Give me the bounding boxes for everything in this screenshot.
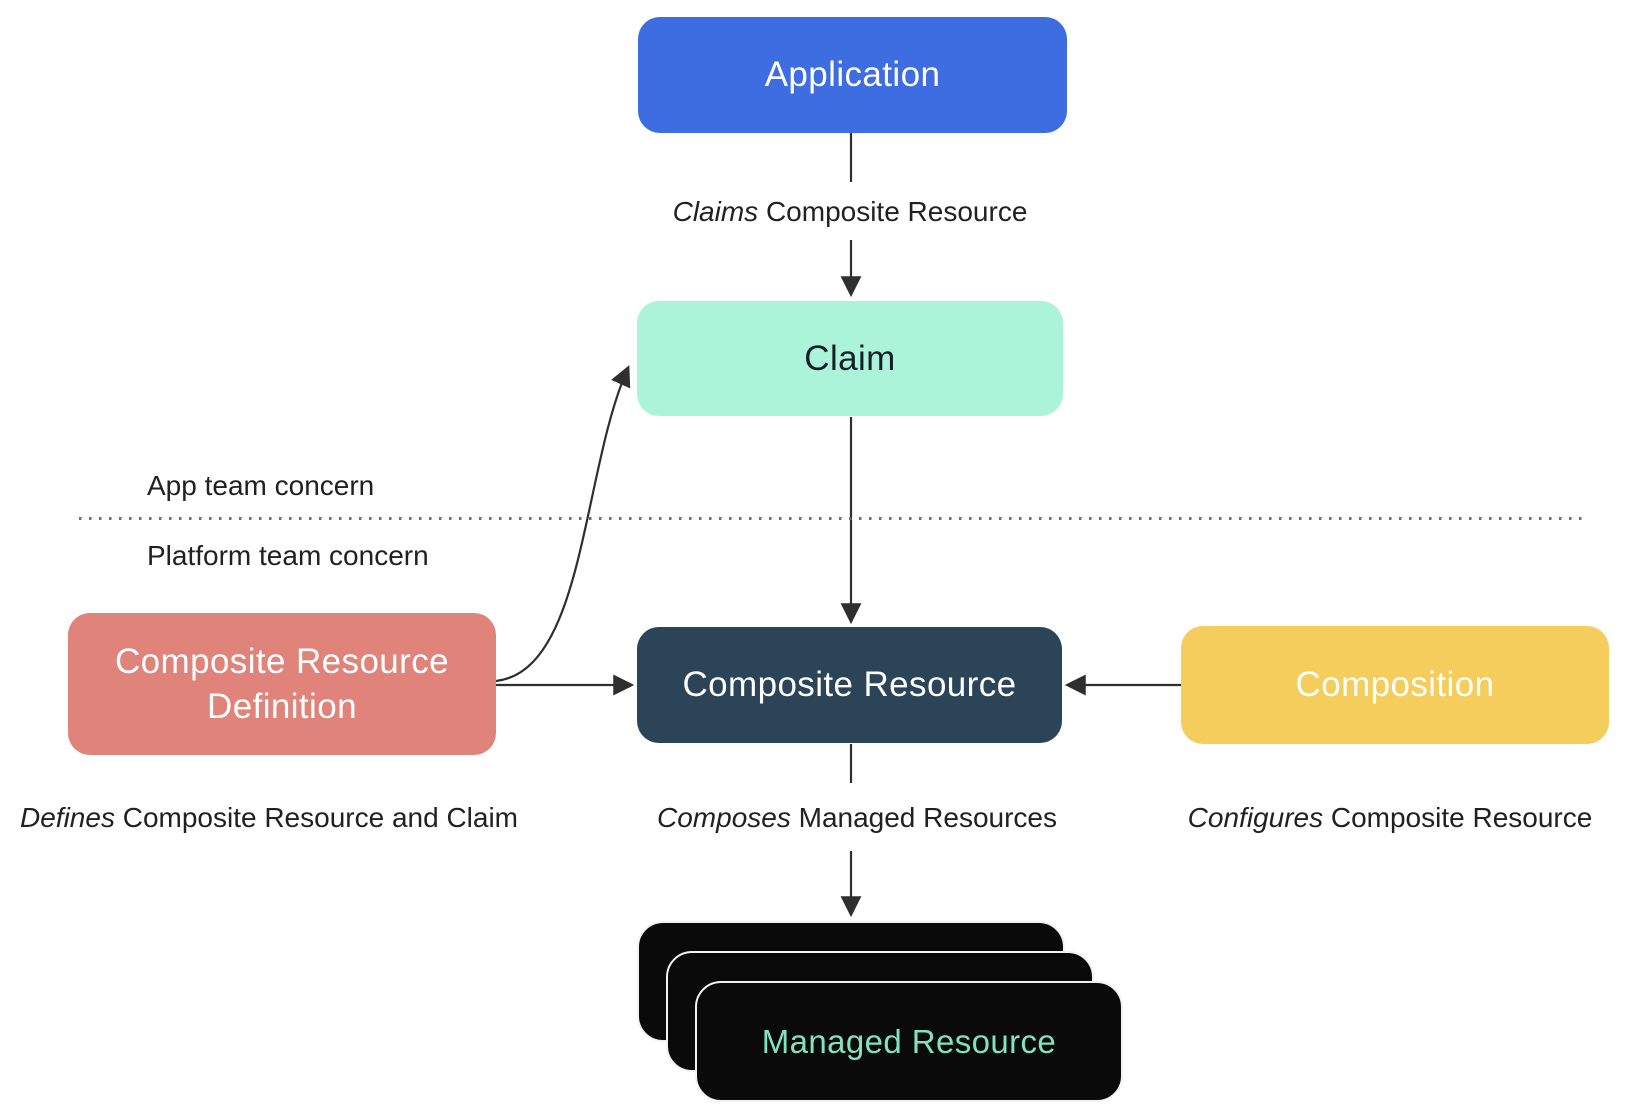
edge-label-verb: Claims [672, 196, 759, 227]
node-composition: Composition [1181, 626, 1609, 744]
zone-label-platform-team: Platform team concern [147, 540, 429, 571]
edge-label-composes-managed-resources: Composes Managed Resources [657, 802, 1057, 834]
node-managed-resource: Managed Resource [695, 981, 1123, 1102]
edge-label-claims-composite-resource: Claims Composite Resource [673, 196, 1028, 228]
arrow-xrd-to-claim-curve [495, 365, 631, 683]
edge-label-defines-composite-resource-and-claim: Defines Composite Resource and Claim [20, 802, 518, 834]
zone-label-app-team: App team concern [147, 470, 375, 501]
edge-label-verb: Defines [20, 802, 115, 833]
team-concern-divider [79, 517, 1587, 520]
node-application: Application [638, 17, 1067, 133]
edge-label-configures-composite-resource: Configures Composite Resource [1188, 802, 1593, 834]
edge-label-rest: Composite Resource [765, 196, 1028, 227]
edge-label-rest: Managed Resources [798, 802, 1057, 833]
node-composite-resource: Composite Resource [637, 627, 1062, 743]
edge-label-rest: Composite Resource and Claim [122, 802, 518, 833]
node-claim: Claim [637, 301, 1063, 416]
node-composite-resource-definition: Composite Resource Definition [68, 613, 496, 755]
edge-label-verb: Composes [657, 802, 791, 833]
edge-label-verb: Configures [1187, 802, 1324, 833]
managed-resource-label: Managed Resource [761, 1022, 1057, 1060]
edge-label-rest: Composite Resource [1330, 802, 1593, 833]
